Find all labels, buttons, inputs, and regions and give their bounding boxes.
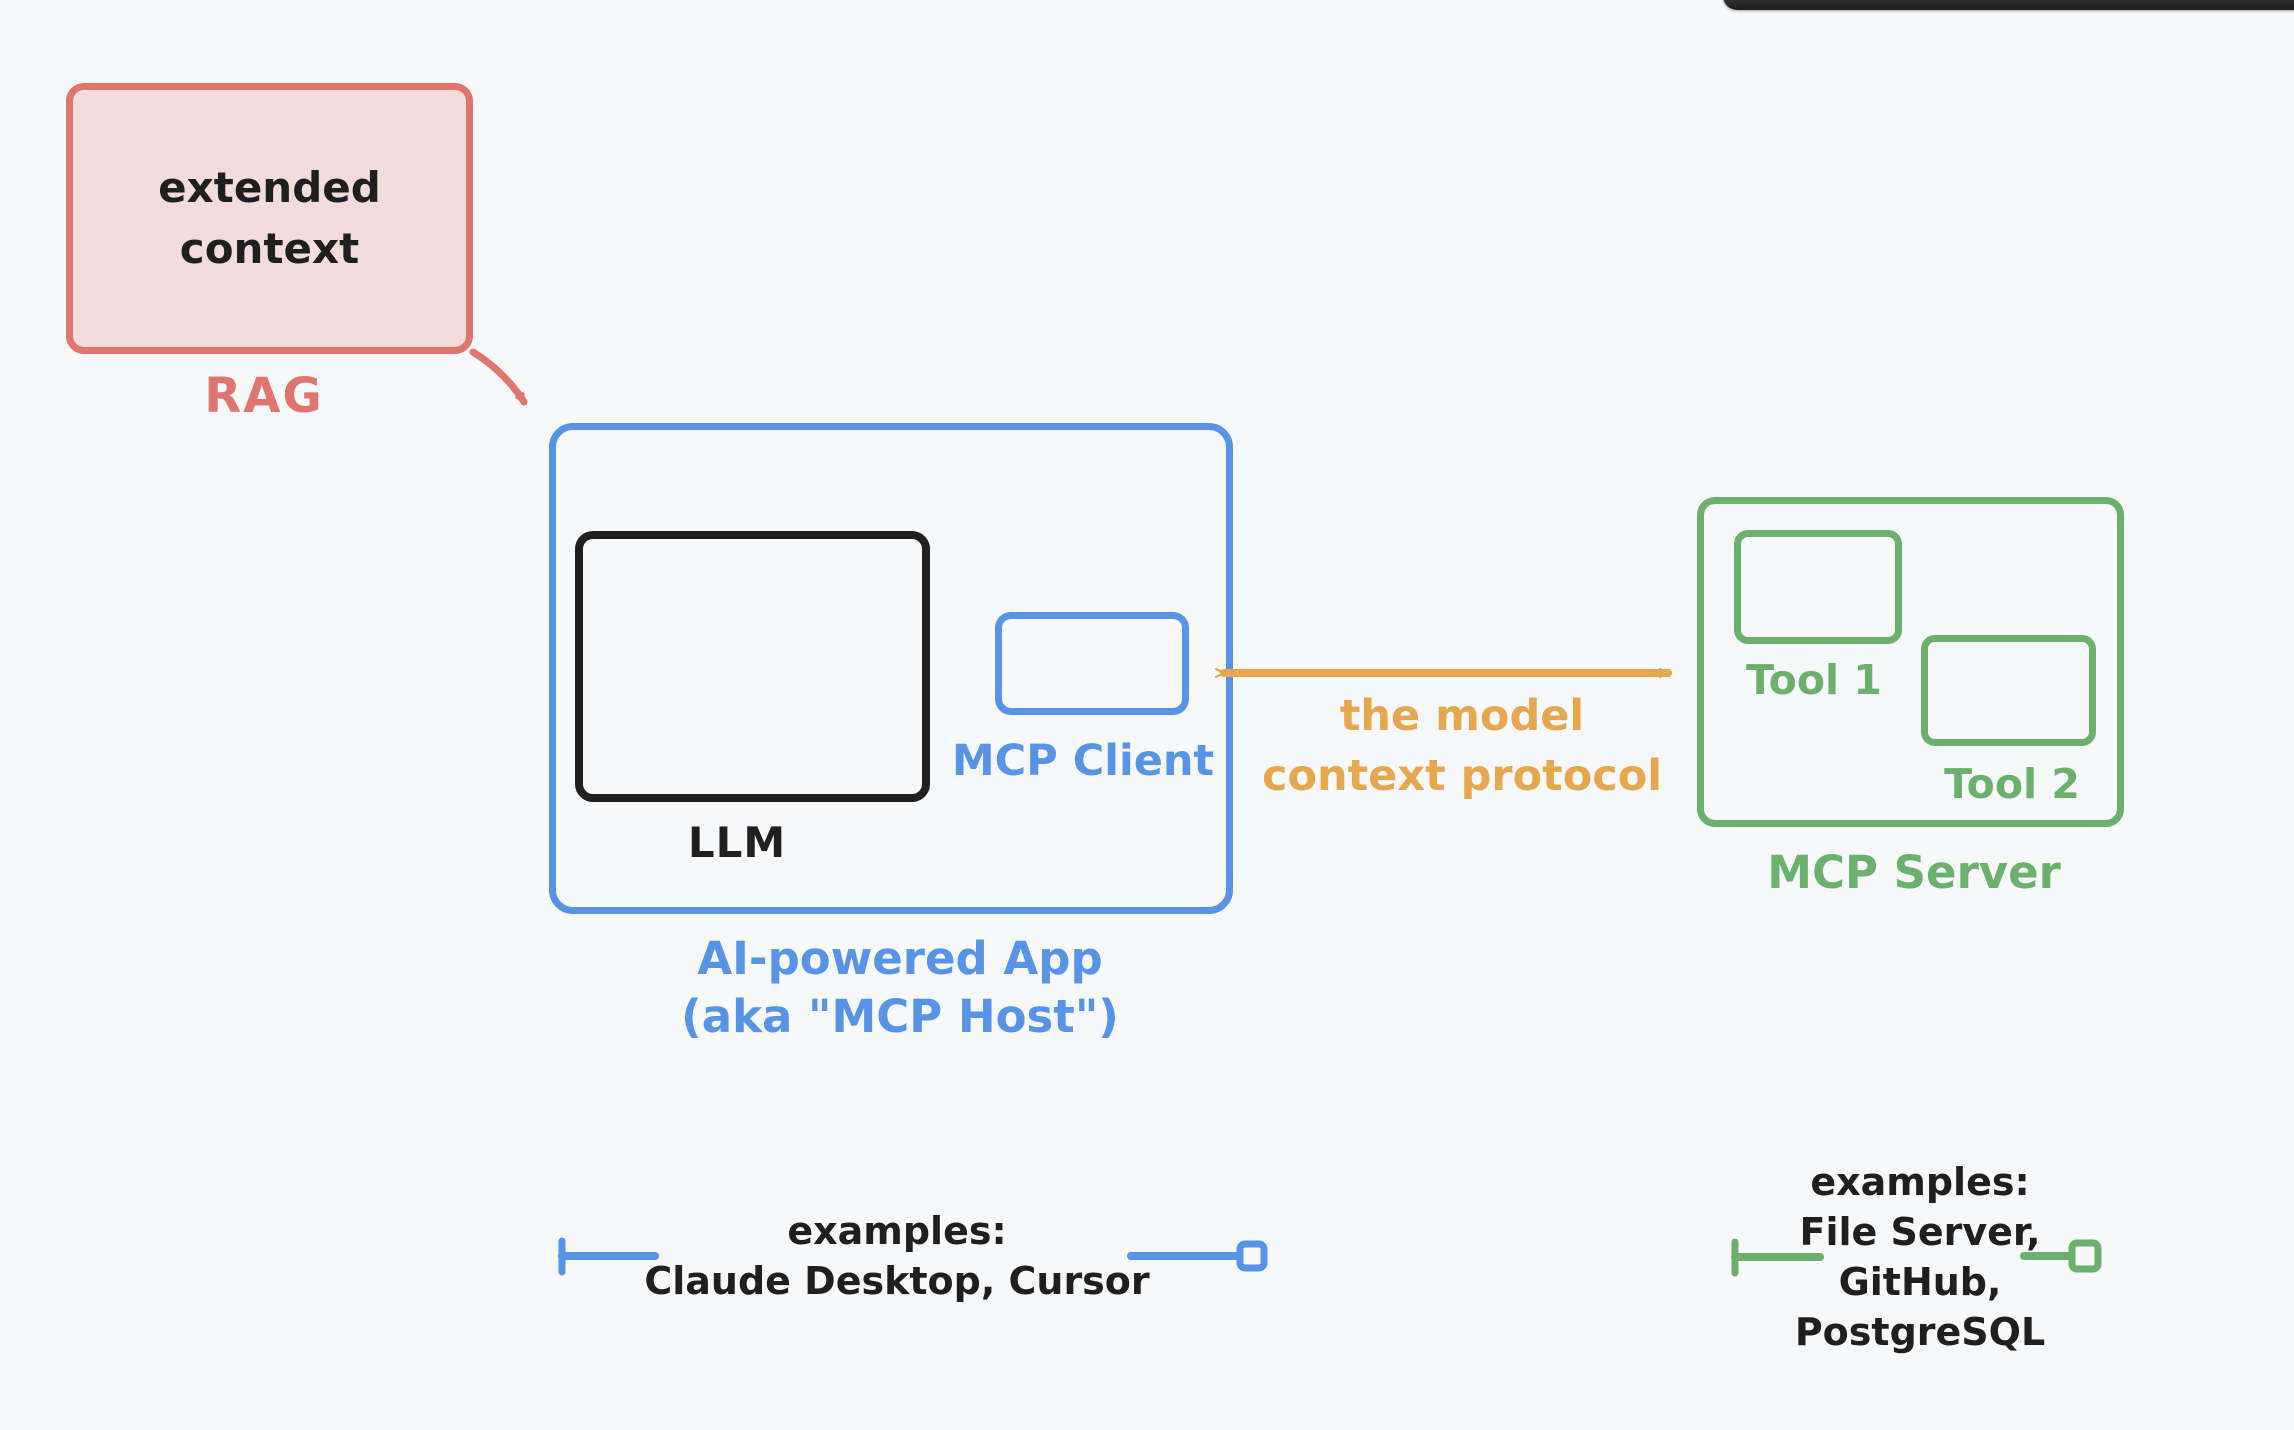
rag-arrow bbox=[469, 348, 528, 406]
host-examples-label: examples: Claude Desktop, Cursor bbox=[597, 1206, 1197, 1306]
host-examples-endpoint-square bbox=[1236, 1240, 1268, 1272]
server-examples-line4: PostgreSQL bbox=[1794, 1310, 2046, 1354]
mcp-client-label: MCP Client bbox=[951, 736, 1215, 786]
host-caption-line2: (aka "MCP Host") bbox=[681, 990, 1119, 1043]
mcp-client-box bbox=[995, 612, 1189, 715]
protocol-label-line2: context protocol bbox=[1261, 751, 1663, 801]
tool1-label: Tool 1 bbox=[1746, 656, 1882, 704]
llm-box bbox=[575, 531, 930, 802]
server-examples-line2: File Server, bbox=[1799, 1210, 2041, 1254]
server-examples-line1: examples: bbox=[1810, 1160, 2030, 1204]
tool2-label: Tool 2 bbox=[1944, 760, 2080, 808]
protocol-label-line1: the model bbox=[1339, 691, 1585, 741]
host-caption-line1: AI-powered App bbox=[697, 932, 1103, 985]
rag-caption: RAG bbox=[204, 368, 324, 424]
server-caption: MCP Server bbox=[1767, 846, 2061, 899]
protocol-label: the model context protocol bbox=[1212, 686, 1712, 806]
llm-label: LLM bbox=[687, 818, 787, 867]
window-edge-fragment bbox=[1723, 0, 2294, 10]
host-examples-line1: examples: bbox=[787, 1209, 1007, 1253]
host-examples-line2: Claude Desktop, Cursor bbox=[644, 1259, 1150, 1303]
extended-context-box: extended context bbox=[66, 83, 473, 354]
tool1-box bbox=[1734, 530, 1902, 644]
host-caption: AI-powered App (aka "MCP Host") bbox=[650, 930, 1150, 1046]
server-examples-label: examples: File Server, GitHub, PostgreSQ… bbox=[1720, 1157, 2120, 1357]
tool2-box bbox=[1921, 635, 2096, 746]
server-examples-line3: GitHub, bbox=[1838, 1260, 2002, 1304]
mcp-server-box bbox=[1697, 497, 2124, 827]
extended-context-label: extended context bbox=[158, 162, 381, 273]
